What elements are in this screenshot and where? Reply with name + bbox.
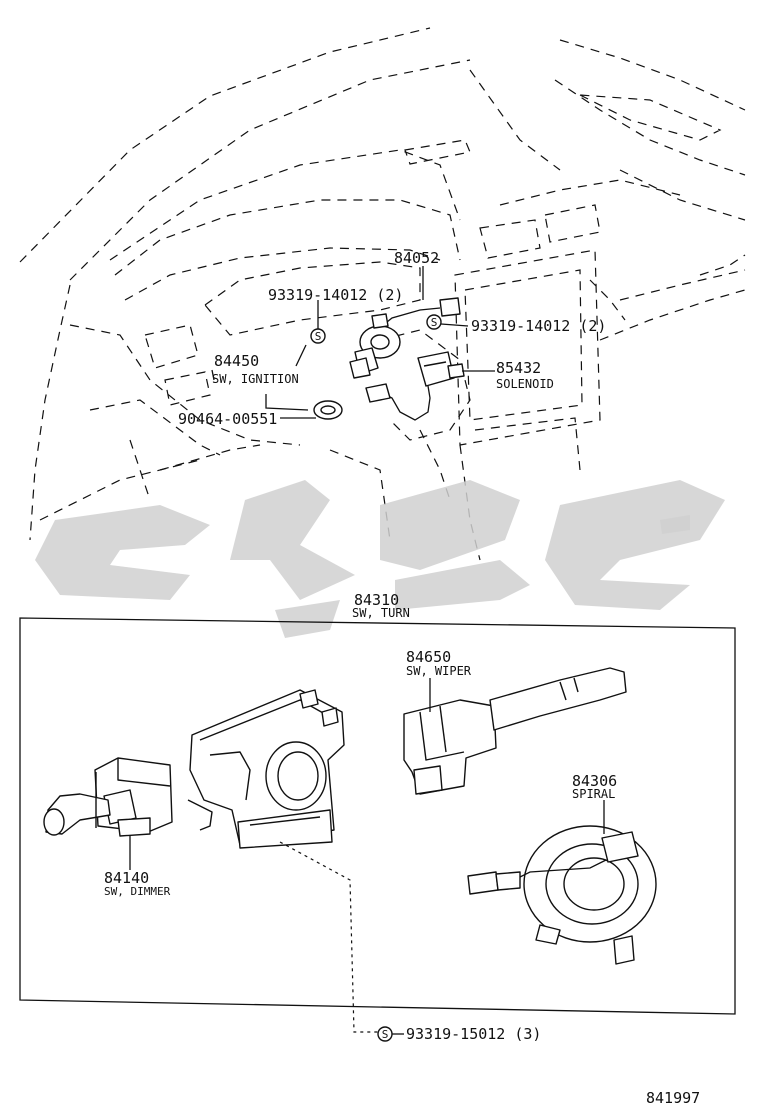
label-90464-00551: 90464-00551 bbox=[178, 410, 277, 428]
label-93319-14012-left: 93319-14012 (2) bbox=[268, 286, 403, 304]
label-84052: 84052 bbox=[394, 249, 439, 267]
ignition-assembly bbox=[310, 297, 465, 421]
label-93319-15012: 93319-15012 (3) bbox=[406, 1025, 541, 1043]
screw-symbol-left: S bbox=[315, 330, 322, 343]
label-84306: 84306 bbox=[572, 772, 617, 790]
leader-lines-top bbox=[211, 266, 495, 419]
label-sw-ignition: SW, IGNITION bbox=[212, 372, 299, 386]
wiper-switch-drawing bbox=[403, 667, 627, 795]
watermark-logo bbox=[35, 480, 725, 638]
screw-symbol-bottom: S bbox=[382, 1028, 389, 1041]
label-85432: 85432 bbox=[496, 359, 541, 377]
label-84310: 84310 bbox=[354, 591, 399, 609]
label-sw-wiper: SW, WIPER bbox=[406, 664, 472, 678]
label-84450: 84450 bbox=[214, 352, 259, 370]
label-93319-14012-right: 93319-14012 (2) bbox=[471, 317, 606, 335]
screw-symbol-right: S bbox=[431, 316, 438, 329]
dimmer-switch-drawing bbox=[43, 757, 173, 837]
turn-switch-frame bbox=[19, 617, 736, 1015]
diagram-id: 841997 bbox=[646, 1089, 700, 1107]
label-84650: 84650 bbox=[406, 648, 451, 666]
label-spiral: SPIRAL bbox=[572, 787, 615, 801]
label-sw-turn: SW, TURN bbox=[352, 606, 410, 620]
label-84140: 84140 bbox=[104, 869, 149, 887]
leader-93319-15012 bbox=[279, 841, 378, 1033]
turn-switch-body-drawing bbox=[187, 689, 345, 849]
spiral-cable-drawing bbox=[467, 825, 657, 965]
label-sw-dimmer: SW, DIMMER bbox=[104, 885, 171, 898]
label-solenoid: SOLENOID bbox=[496, 377, 554, 391]
